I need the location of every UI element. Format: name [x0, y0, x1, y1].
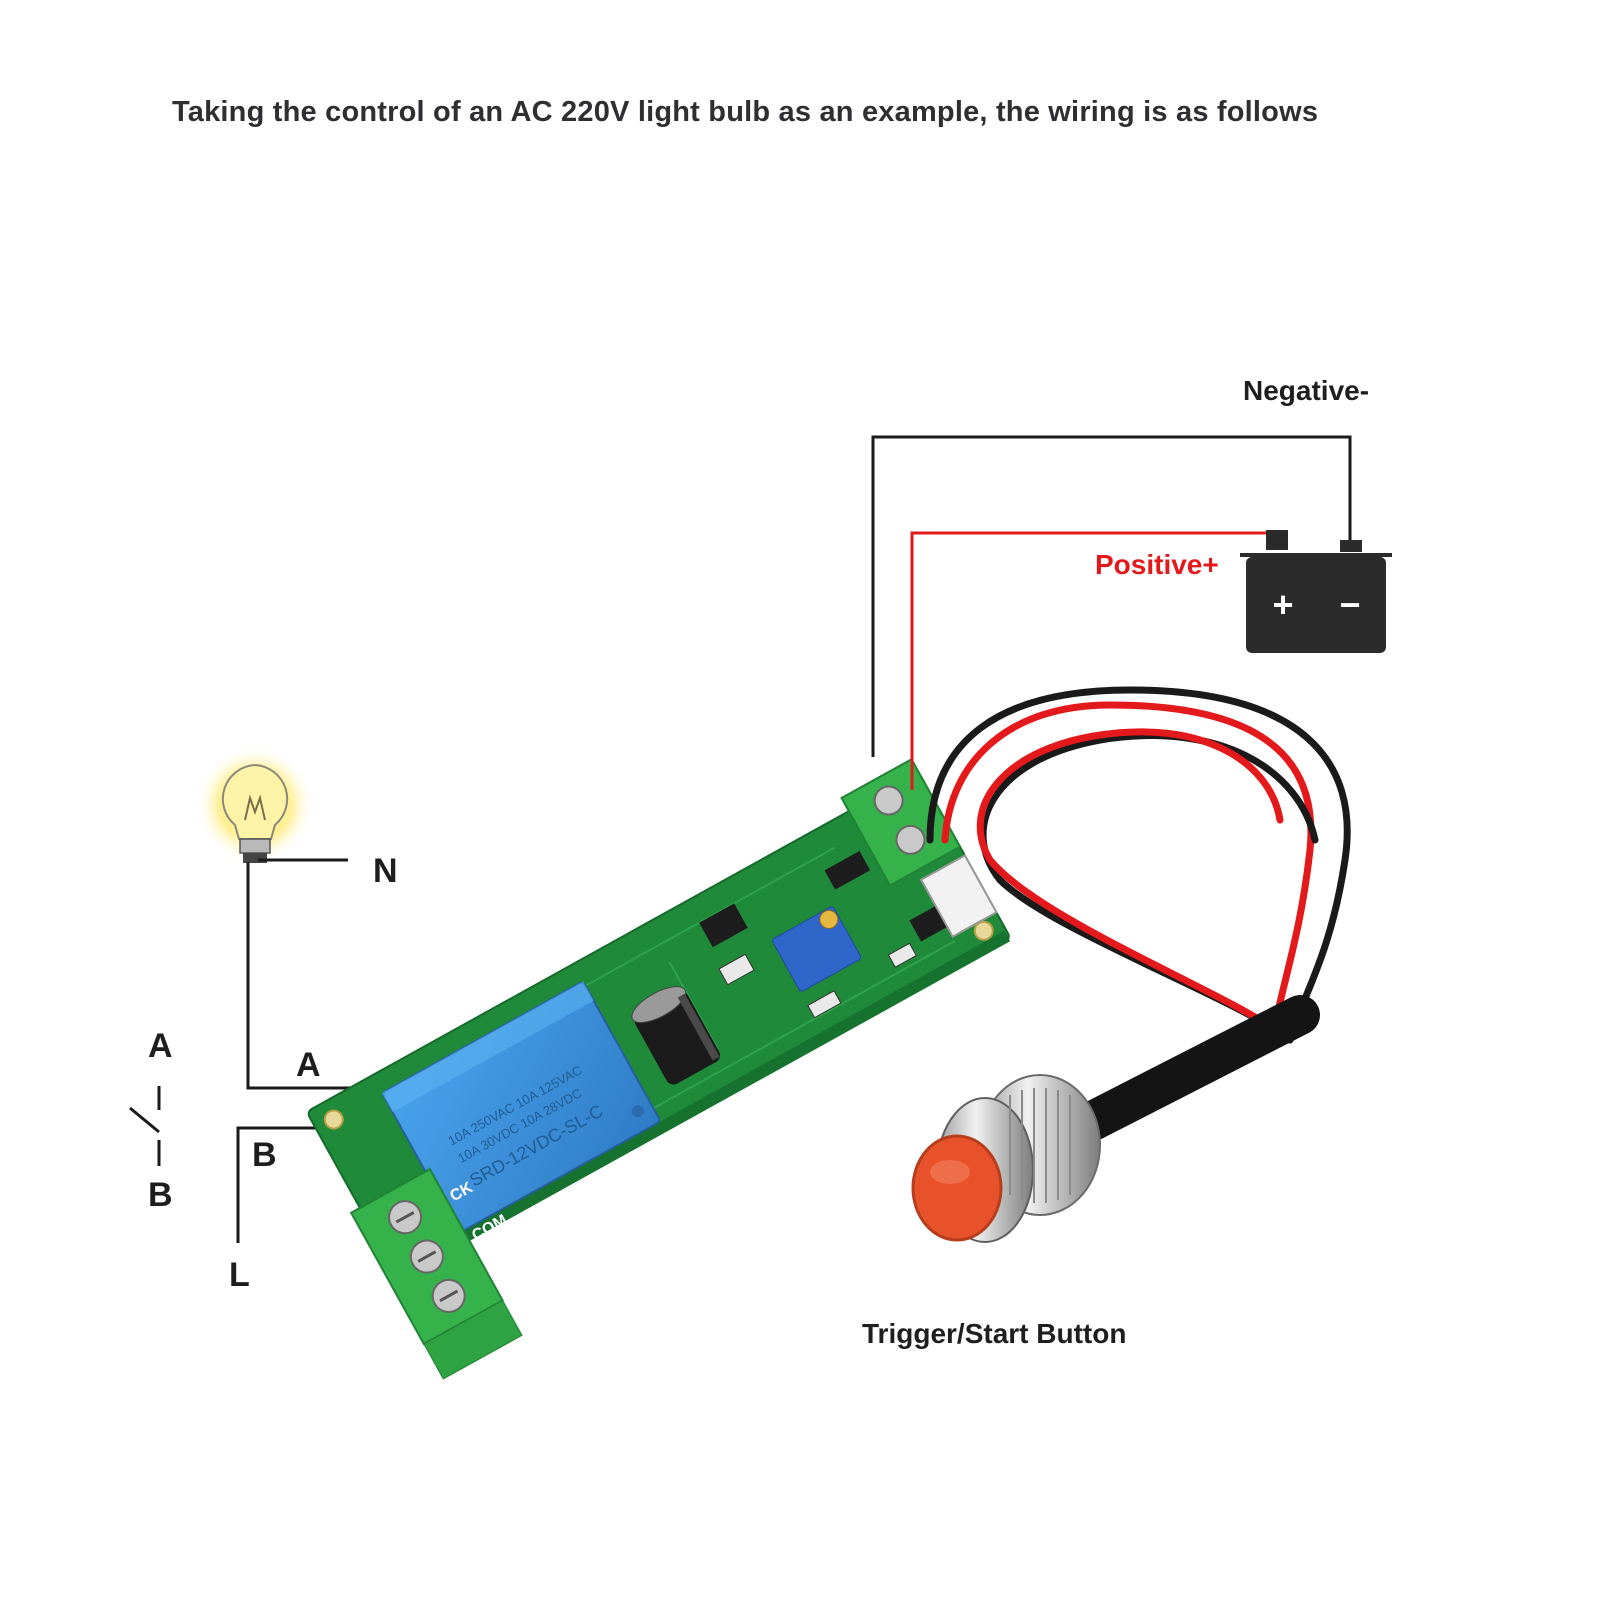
output-terminal-block	[349, 1167, 523, 1380]
trigger-button-label: Trigger/Start Button	[862, 1318, 1127, 1349]
button-cap	[911, 1134, 1003, 1242]
button-connector	[919, 854, 998, 938]
live-label: L	[229, 1256, 250, 1294]
negative-label: Negative-	[1243, 375, 1370, 406]
switch-a-label: A	[148, 1027, 173, 1065]
negative-wire	[871, 435, 1352, 757]
page-heading: Taking the control of an AC 220V light b…	[172, 96, 1319, 128]
switch-b-label: B	[148, 1176, 173, 1214]
terminal-b-label: B	[252, 1136, 277, 1174]
capacitor	[631, 986, 720, 1085]
positive-label: Positive+	[1095, 549, 1219, 580]
cable-sleeve	[1055, 995, 1320, 1150]
switch-symbol-icon	[129, 1086, 161, 1166]
ic-chip	[699, 903, 748, 948]
button-cable	[926, 686, 1351, 1044]
battery-plus-sign: +	[1272, 584, 1293, 625]
terminal-mark-c8: C8	[491, 1259, 517, 1284]
battery-minus-sign: −	[1339, 584, 1360, 625]
power-terminal-block	[840, 757, 962, 887]
relay: 10A 250VAC 10A 125VAC 10A 30VDC 10A 28VD…	[381, 981, 661, 1233]
terminal-a-label: A	[296, 1046, 321, 1084]
bulb-to-terminal-a-wire	[246, 862, 370, 1090]
potentiometer	[772, 906, 862, 992]
trigger-button-icon	[911, 1074, 1101, 1243]
neutral-label: N	[373, 852, 398, 890]
light-bulb-icon	[195, 745, 315, 865]
battery-icon: + −	[1240, 530, 1392, 653]
timer-relay-module: 10A 250VAC 10A 125VAC 10A 30VDC 10A 28VD…	[307, 757, 1011, 1380]
